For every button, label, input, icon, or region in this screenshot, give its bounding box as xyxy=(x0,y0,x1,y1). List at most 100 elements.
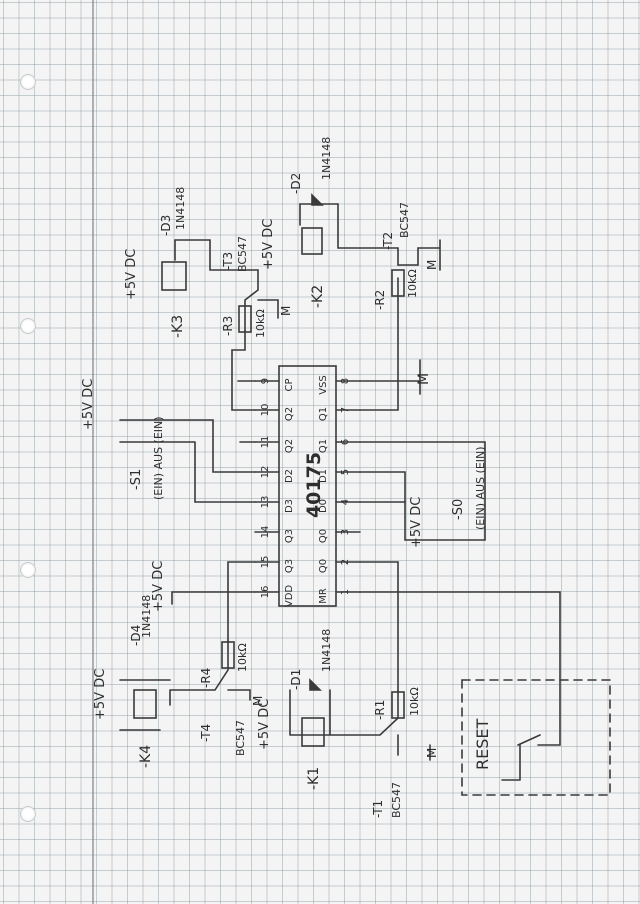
annotations: +5V DC -S1 (EIN) AUS (EIN) +5V DC -S0 (E… xyxy=(81,137,492,818)
d2-ref: -D2 xyxy=(289,173,303,194)
right-pin-number: 6 xyxy=(340,439,351,445)
right-pin-number: 4 xyxy=(340,499,351,505)
left-pin-number: 9 xyxy=(260,378,271,384)
t4-ref: -T4 xyxy=(199,724,213,742)
r3-ref: -R3 xyxy=(221,316,235,336)
s1-ref: -S1 xyxy=(129,469,144,490)
left-pin-name: D2 xyxy=(284,469,295,483)
relay-k1-coil xyxy=(301,717,325,747)
right-pin-name: Q0 xyxy=(318,559,329,573)
supply-k2-label: +5V DC xyxy=(261,219,276,270)
right-pin-number: 2 xyxy=(340,559,351,565)
ground-t1: M xyxy=(425,748,439,758)
t3-type: BC547 xyxy=(236,236,249,272)
ground-vss: M xyxy=(416,373,432,385)
d4-ref: -D4 xyxy=(129,625,143,646)
right-pin-name: MR xyxy=(318,588,329,604)
k4-ref: -K4 xyxy=(138,745,154,768)
r2-ref: -R2 xyxy=(373,290,387,310)
r1-ref: -R1 xyxy=(373,700,387,720)
right-pin-number: 1 xyxy=(340,589,351,595)
left-pin-name: Q3 xyxy=(284,559,295,573)
supply-s0-label: +5V DC xyxy=(409,497,424,548)
margin-line xyxy=(92,0,94,904)
relay-k3-coil xyxy=(161,261,187,291)
right-pin-name: Q0 xyxy=(318,529,329,543)
r3-value: 10kΩ xyxy=(254,309,267,338)
punch-hole xyxy=(20,562,36,578)
left-pin-name: VDD xyxy=(284,585,295,608)
right-pin-number: 3 xyxy=(340,529,351,535)
resistor-r3-body xyxy=(238,305,252,333)
left-pin-name: D3 xyxy=(284,499,295,513)
reset-box xyxy=(461,679,611,796)
s0-ref: -S0 xyxy=(451,499,466,520)
r4-value: 10kΩ xyxy=(236,643,249,672)
left-pin-name: CP xyxy=(284,378,295,391)
punch-hole xyxy=(20,318,36,334)
right-pin-number: 5 xyxy=(340,469,351,475)
wires xyxy=(119,193,611,796)
reset-label: RESET xyxy=(473,719,492,770)
d1-ref: -D1 xyxy=(289,669,303,690)
t4-type: BC547 xyxy=(234,720,247,756)
ic-part-number: 40175 xyxy=(303,452,325,518)
supply-k1-label: +5V DC xyxy=(257,699,272,750)
resistor-r4-body xyxy=(221,641,235,669)
right-pin-name: Q1 xyxy=(318,407,329,421)
relay-k2-coil xyxy=(301,227,323,255)
d2-type: 1N4148 xyxy=(320,137,333,180)
relay-k4-coil xyxy=(133,689,157,719)
right-pin-number: 7 xyxy=(340,407,351,413)
r1-value: 10kΩ xyxy=(408,687,421,716)
d3-ref: -D3 xyxy=(159,215,173,236)
left-pin-number: 12 xyxy=(260,466,271,479)
punch-hole xyxy=(20,806,36,822)
left-pin-number: 10 xyxy=(260,404,271,417)
punch-hole xyxy=(20,74,36,90)
supply-vdd-label: +5V DC xyxy=(151,561,166,612)
t1-ref: -T1 xyxy=(371,800,385,818)
t3-ref: -T3 xyxy=(221,252,235,270)
left-pin-number: 13 xyxy=(260,496,271,509)
d1-type: 1N4148 xyxy=(320,629,333,672)
right-pin-name: D1 xyxy=(318,469,329,483)
left-pin-name: Q3 xyxy=(284,529,295,543)
right-pin-name: VSS xyxy=(318,375,329,395)
d3-type: 1N4148 xyxy=(174,187,187,230)
left-pin-number: 15 xyxy=(260,556,271,569)
left-pin-number: 14 xyxy=(260,526,271,539)
left-pin-number: 11 xyxy=(260,436,271,449)
ic-body xyxy=(278,365,337,607)
left-pin-number: 16 xyxy=(260,586,271,599)
t2-ref: -T2 xyxy=(381,232,395,250)
resistor-r1-body xyxy=(391,691,405,719)
d4-type: 1N4148 xyxy=(140,595,153,638)
k2-ref: -K2 xyxy=(310,285,326,308)
supply-k3-label: +5V DC xyxy=(124,249,139,300)
supply-s1-label: +5V DC xyxy=(81,379,96,430)
r2-value: 10kΩ xyxy=(406,269,419,298)
supply-k4-label: +5V DC xyxy=(93,669,108,720)
k1-ref: -K1 xyxy=(306,767,322,790)
t1-type: BC547 xyxy=(390,782,403,818)
s1-mode: (EIN) AUS (EIN) xyxy=(152,416,165,500)
t2-type: BC547 xyxy=(398,202,411,238)
right-pin-name: Q1 xyxy=(318,439,329,453)
r4-ref: -R4 xyxy=(199,668,213,688)
s0-mode: (EIN) AUS (EIN) xyxy=(474,446,487,530)
right-pin-number: 8 xyxy=(340,378,351,384)
left-pin-name: Q2 xyxy=(284,439,295,453)
resistor-r2-body xyxy=(391,269,405,297)
k3-ref: -K3 xyxy=(170,315,186,338)
ground-t3: M xyxy=(279,306,293,316)
ground-t2: M xyxy=(425,260,439,270)
ground-t4: M xyxy=(251,696,265,706)
right-pin-name: D0 xyxy=(318,499,329,513)
left-pin-name: Q2 xyxy=(284,407,295,421)
